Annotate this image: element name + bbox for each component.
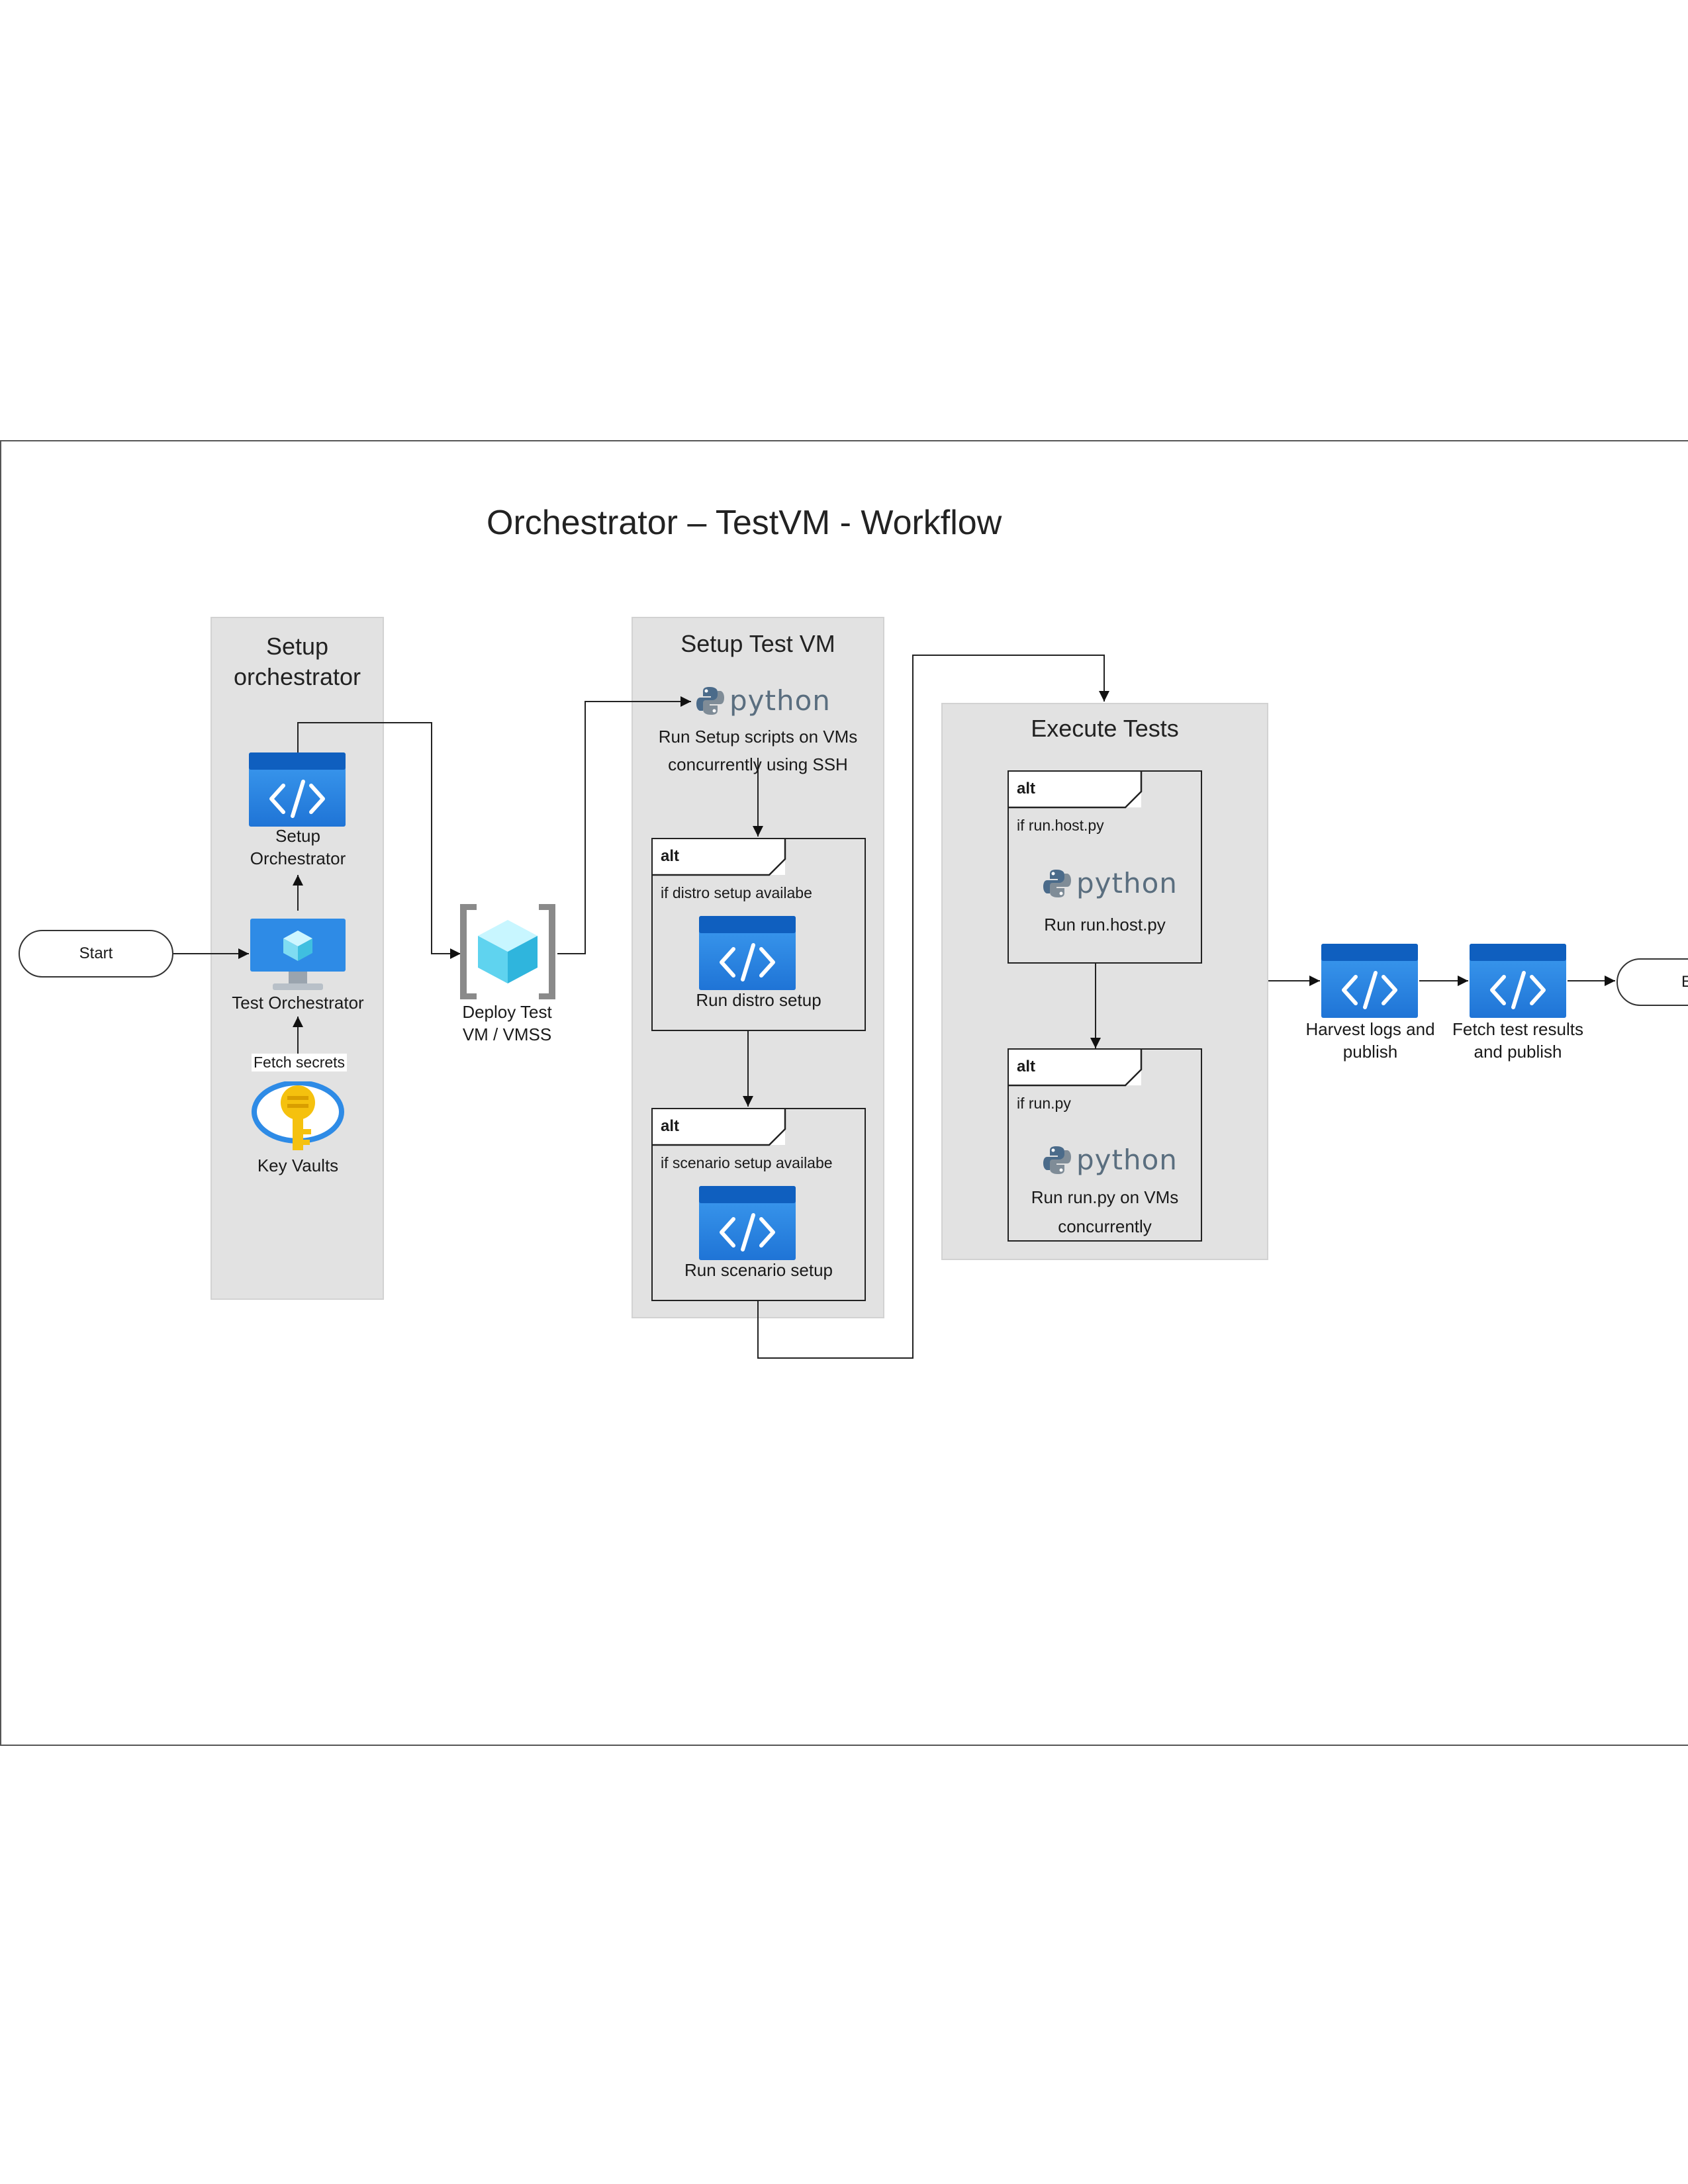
harvest-line2: publish (1342, 1042, 1398, 1062)
alt-run-tab: alt (1009, 1050, 1143, 1087)
start-terminal: Start (19, 930, 173, 978)
start-label: Start (79, 944, 113, 962)
alt-distro-tag: alt (661, 847, 680, 865)
alt-runhost-tag: alt (1017, 780, 1036, 797)
key-vaults-label: Key Vaults (257, 1156, 339, 1175)
alt-runhost-tab: alt (1009, 772, 1143, 809)
alt-runhost-label: Run run.host.py (1044, 915, 1166, 934)
alt-runhost-condition: if run.host.py (1017, 817, 1104, 834)
alt-scenario-frame: alt if scenario setup availabe Run scena… (651, 1108, 866, 1301)
arrow-scenario-to-execute (757, 655, 1109, 1359)
alt-scenario-condition: if scenario setup availabe (661, 1154, 833, 1171)
code-window-icon (1470, 944, 1566, 1018)
python-wordmark: python (729, 684, 831, 717)
python-wordmark: python (1076, 1144, 1178, 1176)
key-vault-icon (252, 1081, 344, 1150)
harvest-label: Harvest logs and publish (1297, 1018, 1443, 1063)
vm-scale-set-icon (460, 904, 555, 999)
end-terminal: E (1617, 958, 1688, 1006)
diagram-frame (0, 440, 1688, 1746)
diagram-title: Orchestrator – TestVM - Workflow (487, 504, 1002, 542)
alt-scenario-tag: alt (661, 1117, 680, 1135)
fetch-results-line1: Fetch test results (1452, 1019, 1583, 1039)
alt-run-line2: concurrently (1058, 1216, 1152, 1236)
lane-title-line1: Setup (265, 633, 329, 660)
test-orchestrator-label: Test Orchestrator (232, 993, 364, 1013)
alt-distro-frame: alt if distro setup availabe Run distro … (651, 838, 866, 1031)
alt-distro-tab: alt (653, 839, 786, 876)
python-wordmark: python (1076, 867, 1178, 899)
code-window-icon (699, 916, 796, 990)
deploy-line2: VM / VMSS (462, 1024, 552, 1044)
alt-run-tag: alt (1017, 1058, 1036, 1075)
setup-scripts-label: Run Setup scripts on VMs concurrently us… (645, 725, 870, 776)
lane-execute-tests-title: Execute Tests (1031, 715, 1179, 742)
alt-runhost-frame: alt if run.host.py python Run run.host.p… (1008, 770, 1202, 964)
setup-scripts-line2: concurrently using SSH (668, 754, 848, 774)
python-logo: python (1042, 867, 1178, 899)
python-logo-icon (1043, 869, 1071, 897)
deploy-line1: Deploy Test (462, 1002, 552, 1022)
code-window-icon (699, 1186, 796, 1260)
setup-orchestrator-label: Setup Orchestrator (232, 825, 364, 870)
deploy-label: Deploy Test VM / VMSS (441, 1001, 573, 1046)
fetch-results-label: Fetch test results and publish (1443, 1018, 1593, 1063)
setup-scripts-line1: Run Setup scripts on VMs (658, 727, 858, 747)
lane-setup-orchestrator-title: Setup orchestrator (212, 631, 383, 692)
python-logo-icon (1043, 1146, 1071, 1174)
fetch-results-line2: and publish (1474, 1042, 1562, 1062)
alt-distro-condition: if distro setup availabe (661, 884, 812, 901)
end-label: E (1681, 973, 1688, 991)
arrow-setup-to-deploy (297, 722, 461, 959)
setup-orchestrator-line1: Setup (275, 826, 320, 846)
alt-run-line1: Run run.py on VMs (1031, 1187, 1179, 1207)
virtual-machine-icon (250, 919, 346, 990)
python-logo: python (695, 684, 831, 717)
fetch-secrets-label: Fetch secrets (252, 1054, 348, 1071)
arrow-deploy-to-python (557, 696, 691, 954)
code-window-icon (1321, 944, 1418, 1018)
code-window-icon (249, 752, 346, 827)
python-logo-icon (696, 686, 724, 715)
alt-scenario-label: Run scenario setup (684, 1260, 833, 1280)
alt-run-label: Run run.py on VMs concurrently (1009, 1186, 1201, 1238)
python-logo: python (1042, 1144, 1178, 1176)
alt-run-frame: alt if run.py python Run run.py on VMs c… (1008, 1048, 1202, 1242)
alt-scenario-tab: alt (653, 1109, 786, 1146)
alt-run-condition: if run.py (1017, 1095, 1071, 1112)
setup-orchestrator-line2: Orchestrator (250, 848, 346, 868)
lane-title-line2: orchestrator (233, 663, 361, 690)
alt-distro-label: Run distro setup (696, 990, 821, 1010)
lane-setup-test-vm-title: Setup Test VM (680, 630, 835, 657)
harvest-line1: Harvest logs and (1305, 1019, 1435, 1039)
